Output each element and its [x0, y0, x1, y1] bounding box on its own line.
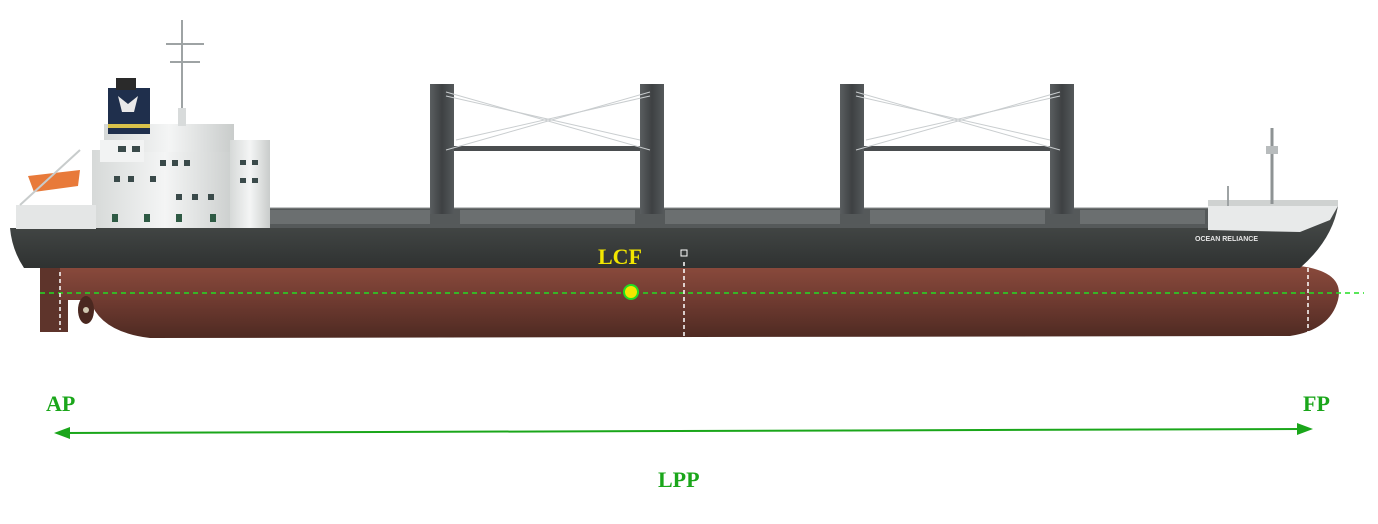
- midship-marker: [680, 249, 688, 257]
- forward-mast: [1227, 128, 1278, 206]
- hull-lower: [60, 266, 1339, 338]
- fp-label: FP: [1303, 391, 1330, 416]
- lpp-label: LPP: [658, 467, 700, 492]
- hull-name: OCEAN RELIANCE: [1195, 236, 1258, 243]
- crane-1: [430, 84, 664, 214]
- hull-upper: [10, 206, 1338, 268]
- lcf-label: LCF: [598, 244, 642, 269]
- propeller: [78, 296, 94, 324]
- mast: [166, 20, 204, 118]
- ap-label: AP: [46, 391, 75, 416]
- funnel: [108, 78, 150, 134]
- ship: OCEAN RELIANCE: [10, 20, 1339, 338]
- bow-panel: [1208, 206, 1338, 232]
- lcf-point: [623, 284, 639, 300]
- lpp-dimension-arrow: [54, 423, 1313, 439]
- crane-2: [840, 84, 1074, 214]
- superstructure: [16, 124, 270, 229]
